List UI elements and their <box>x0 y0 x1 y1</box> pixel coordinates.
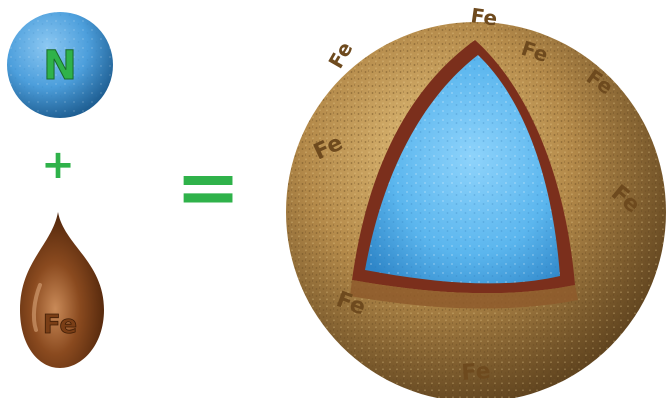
shell-fe-label: Fe <box>461 359 492 386</box>
equals-sign: = <box>175 143 240 233</box>
iron-drop-symbol: Fe <box>43 310 77 340</box>
plus-sign: + <box>41 142 75 188</box>
shell-fe-label: Fe <box>469 3 499 30</box>
iron-drop <box>20 212 104 368</box>
nitrogen-symbol: N <box>43 43 76 89</box>
shell-fe-label: Fe <box>324 38 358 73</box>
